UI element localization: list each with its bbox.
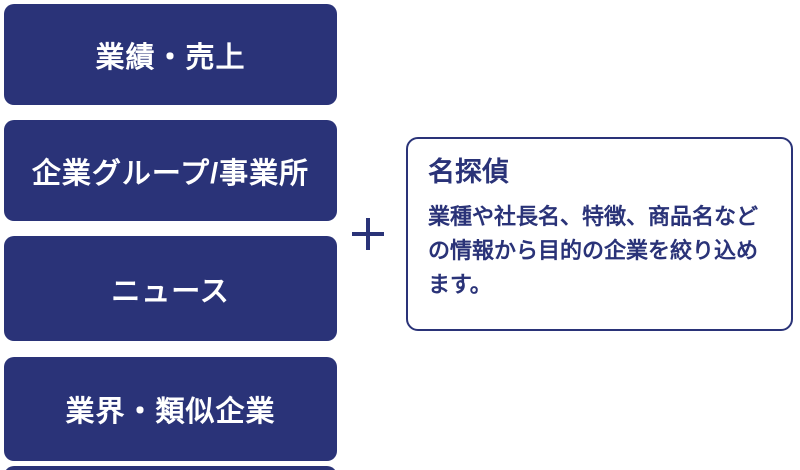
category-box-group-offices: 企業グループ/事業所 — [4, 120, 337, 221]
category-label: 業績・売上 — [95, 41, 246, 74]
meitantei-info-box: 名探偵 業種や社長名、特徴、商品名など の情報から目的の企業を絞り込め ます。 — [406, 137, 793, 331]
category-box-partial — [4, 466, 337, 470]
info-title: 名探偵 — [428, 157, 509, 187]
plus-icon — [352, 218, 384, 250]
category-label: ニュース — [111, 275, 230, 308]
info-description: 業種や社長名、特徴、商品名など の情報から目的の企業を絞り込め ます。 — [428, 203, 759, 297]
category-box-industry-similar: 業界・類似企業 — [4, 357, 337, 461]
category-box-performance-sales: 業績・売上 — [4, 4, 337, 105]
category-label: 企業グループ/事業所 — [31, 157, 310, 190]
category-label: 業界・類似企業 — [65, 396, 276, 428]
category-box-news: ニュース — [4, 236, 337, 341]
